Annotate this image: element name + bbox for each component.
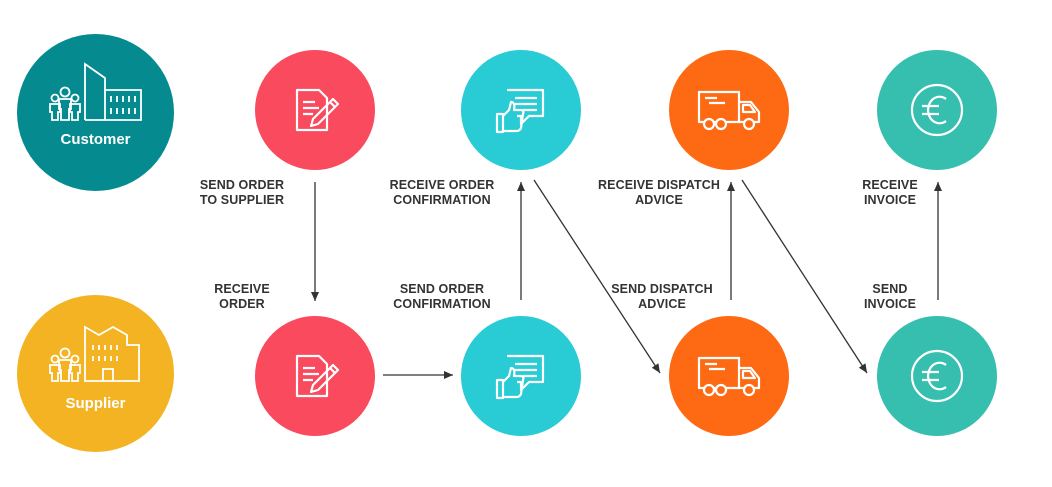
label-send-invoice: SEND INVOICE xyxy=(863,282,917,311)
arrow-dispatch-to-invoice xyxy=(741,179,868,374)
supplier-order-node xyxy=(255,316,375,436)
label-receive-invoice: RECEIVE INVOICE xyxy=(862,178,918,207)
label-send-confirmation: SEND ORDER CONFIRMATION xyxy=(393,282,491,311)
people-factory-icon xyxy=(47,323,143,385)
label-send-dispatch: SEND DISPATCH ADVICE xyxy=(611,282,713,311)
people-buildings-icon xyxy=(47,62,143,124)
label-receive-order: RECEIVE ORDER xyxy=(214,282,270,311)
label-receive-confirmation: RECEIVE ORDER CONFIRMATION xyxy=(389,178,495,207)
delivery-truck-icon xyxy=(697,354,761,398)
customer-label: Customer xyxy=(60,131,131,148)
delivery-truck-icon xyxy=(697,88,761,132)
arrow-confirmation-to-dispatch xyxy=(533,179,661,374)
document-pen-icon xyxy=(289,350,341,402)
supplier-node: Supplier xyxy=(17,295,174,452)
label-send-order: SEND ORDER TO SUPPLIER xyxy=(199,178,285,207)
customer-confirmation-node xyxy=(461,50,581,170)
euro-coin-icon xyxy=(909,348,965,404)
label-receive-dispatch: RECEIVE DISPATCH ADVICE xyxy=(598,178,720,207)
document-pen-icon xyxy=(289,84,341,136)
euro-coin-icon xyxy=(909,82,965,138)
customer-dispatch-node xyxy=(669,50,789,170)
thumbs-up-chat-icon xyxy=(493,350,549,402)
supplier-invoice-node xyxy=(877,316,997,436)
customer-invoice-node xyxy=(877,50,997,170)
customer-node: Customer xyxy=(17,34,174,191)
supplier-label: Supplier xyxy=(65,395,126,412)
thumbs-up-chat-icon xyxy=(493,84,549,136)
supplier-dispatch-node xyxy=(669,316,789,436)
supplier-confirmation-node xyxy=(461,316,581,436)
customer-order-node xyxy=(255,50,375,170)
